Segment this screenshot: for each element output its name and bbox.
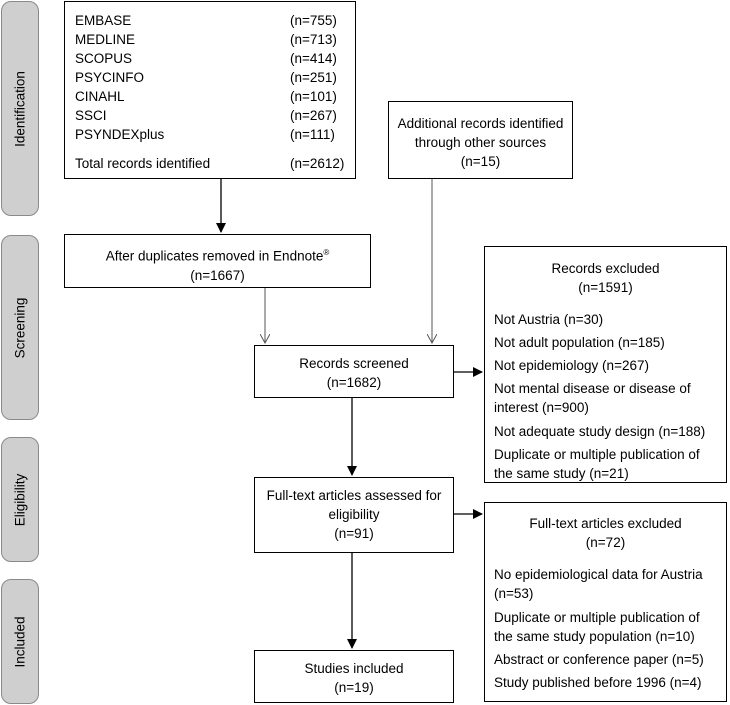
fulltext-assessed-box: Full-text articles assessed for eligibil… bbox=[254, 477, 454, 553]
database-count: (n=267) bbox=[290, 108, 337, 123]
fulltext-exclusion-reason: No epidemiological data for Austria bbox=[494, 567, 703, 582]
database-name: CINAHL bbox=[75, 89, 125, 104]
database-name: MEDLINE bbox=[75, 32, 136, 47]
additional-count: (n=15) bbox=[460, 154, 501, 169]
database-name: SSCI bbox=[75, 108, 107, 123]
fulltext-line2: eligibility bbox=[328, 507, 380, 522]
database-name: EMBASE bbox=[75, 13, 132, 28]
database-count: (n=713) bbox=[290, 32, 337, 47]
database-count: (n=414) bbox=[290, 51, 337, 66]
included-title: Studies included bbox=[304, 661, 404, 676]
duplicates-line: After duplicates removed in Endnote® bbox=[65, 243, 370, 266]
studies-included-box: Studies included (n=19) bbox=[254, 650, 454, 703]
registered-mark: ® bbox=[323, 248, 330, 257]
exclusion-reason: interest (n=900) bbox=[494, 400, 589, 415]
exclusion-reason: Not adequate study design (n=188) bbox=[494, 424, 706, 439]
records-excluded-count: (n=1591) bbox=[578, 280, 633, 295]
database-name: SCOPUS bbox=[75, 51, 133, 66]
fulltext-line1: Full-text articles assessed for bbox=[266, 488, 442, 503]
database-name: PSYNDEXplus bbox=[75, 127, 165, 142]
database-count: (n=755) bbox=[290, 13, 337, 28]
phase-eligibility: Eligibility bbox=[1, 437, 39, 562]
fulltext-exclusion-reason: Abstract or conference paper (n=5) bbox=[494, 652, 704, 667]
records-excluded-title: Records excluded bbox=[551, 261, 660, 276]
duplicates-text: After duplicates removed in Endnote bbox=[105, 248, 324, 264]
total-label: Total records identified bbox=[75, 156, 211, 171]
duplicates-removed-box: After duplicates removed in Endnote® (n=… bbox=[64, 234, 371, 288]
duplicates-count: (n=1667) bbox=[190, 267, 245, 283]
fulltext-count: (n=91) bbox=[334, 526, 374, 541]
exclusion-reason: Duplicate or multiple publication of bbox=[494, 447, 700, 462]
additional-line1: Additional records identified bbox=[397, 116, 564, 131]
fulltext-excluded-box: Full-text articles excluded (n=72) No ep… bbox=[484, 502, 727, 702]
screened-count: (n=1682) bbox=[326, 375, 382, 390]
phase-included: Included bbox=[1, 579, 39, 704]
additional-records-box: Additional records identified through ot… bbox=[388, 101, 573, 179]
additional-line2: through other sources bbox=[414, 135, 547, 150]
database-count: (n=101) bbox=[290, 89, 337, 104]
fulltext-exclusion-reason: the same study population (n=10) bbox=[494, 629, 695, 644]
phase-screening: Screening bbox=[1, 235, 39, 420]
database-name: PSYCINFO bbox=[75, 70, 145, 85]
records-excluded-box: Records excluded (n=1591) Not Austria (n… bbox=[484, 246, 727, 483]
exclusion-reason: the same study (n=21) bbox=[494, 466, 629, 481]
fulltext-excluded-count: (n=72) bbox=[585, 535, 626, 550]
databases-box: EMBASE (n=755) MEDLINE (n=713) SCOPUS (n… bbox=[64, 1, 356, 179]
database-count: (n=111) bbox=[290, 127, 335, 142]
fulltext-excluded-title: Full-text articles excluded bbox=[529, 516, 682, 531]
exclusion-reason: Not epidemiology (n=267) bbox=[494, 358, 649, 373]
fulltext-exclusion-reason: Duplicate or multiple publication of bbox=[494, 610, 700, 625]
included-count: (n=19) bbox=[334, 680, 374, 695]
exclusion-reason: Not Austria (n=30) bbox=[494, 312, 604, 327]
database-count: (n=251) bbox=[290, 70, 337, 85]
screened-title: Records screened bbox=[299, 356, 409, 371]
phase-identification: Identification bbox=[1, 1, 39, 216]
exclusion-reason: Not adult population (n=185) bbox=[494, 335, 665, 350]
records-screened-box: Records screened (n=1682) bbox=[254, 345, 454, 398]
exclusion-reason: Not mental disease or disease of bbox=[494, 381, 691, 396]
total-count: (n=2612) bbox=[290, 156, 345, 171]
fulltext-exclusion-reason: (n=53) bbox=[494, 586, 534, 601]
fulltext-exclusion-reason: Study published before 1996 (n=4) bbox=[494, 675, 702, 690]
